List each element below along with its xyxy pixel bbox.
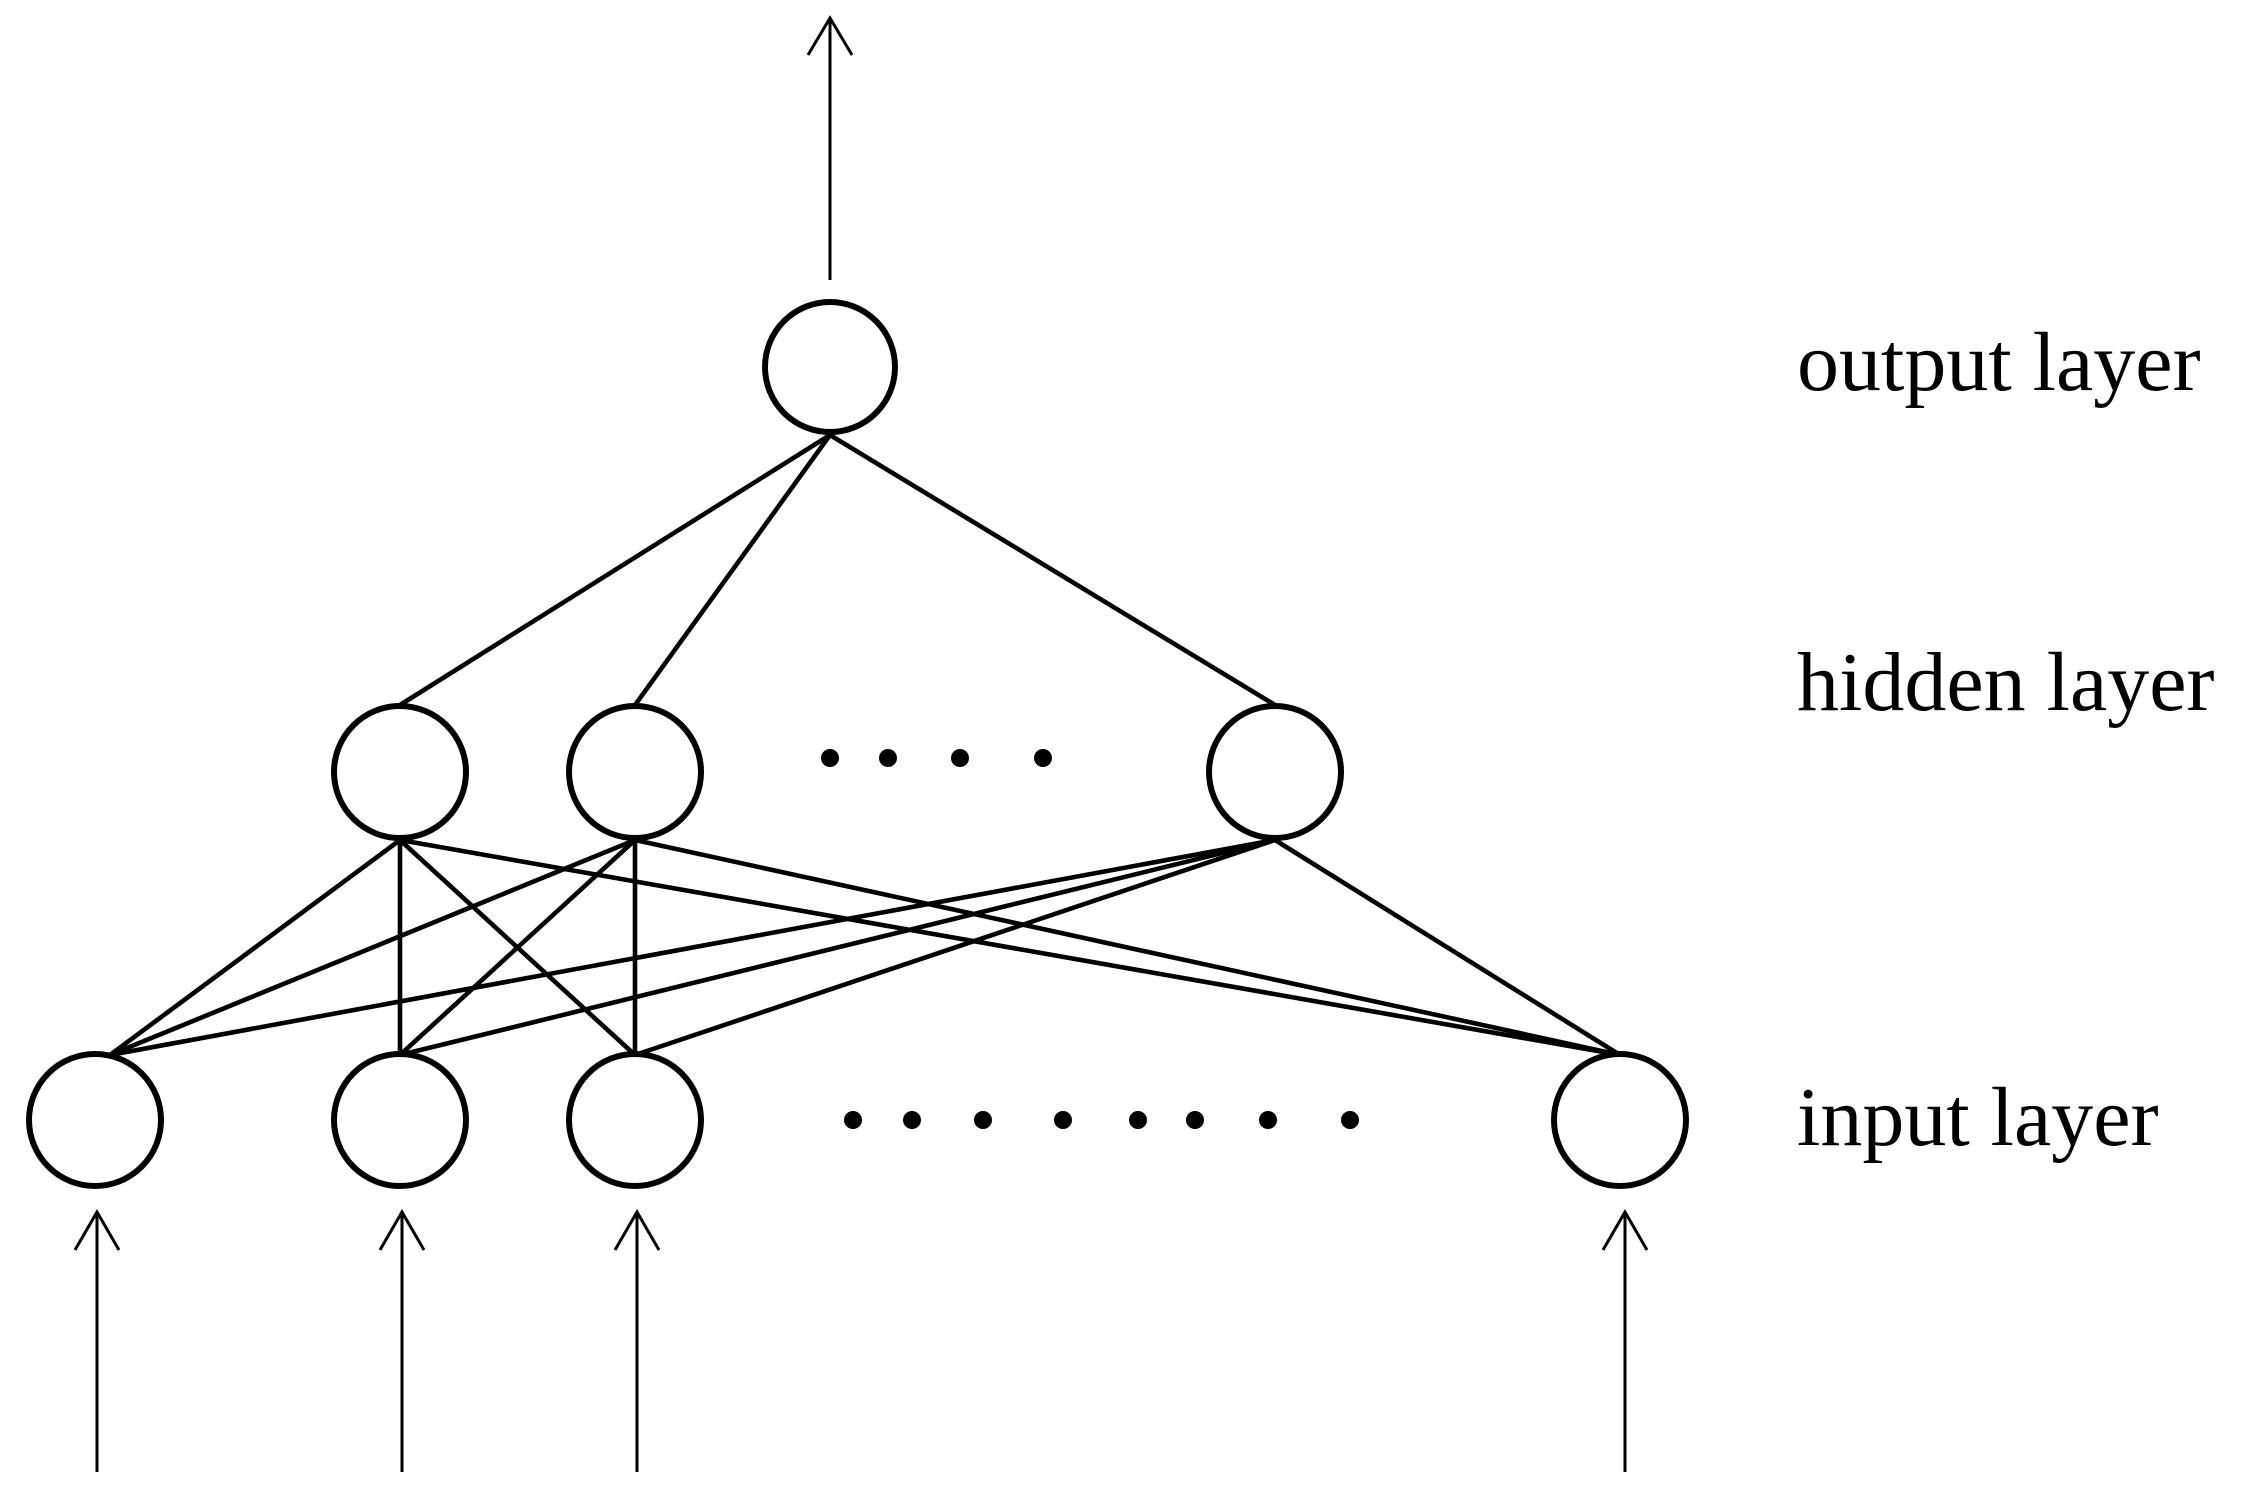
connection-input4-hidden1: [397, 837, 1623, 1058]
input-arrow: [613, 1209, 661, 1472]
input-node: [331, 1051, 469, 1189]
hidden-node: [331, 703, 469, 841]
connection-input3-hidden1: [397, 837, 638, 1058]
input-hidden-connections: [107, 837, 1623, 1058]
connection-input1-hidden2: [107, 837, 638, 1058]
input-layer-ellipsis: [844, 1111, 1359, 1129]
connection-input1-hidden1: [107, 837, 403, 1058]
output-arrow: [806, 15, 854, 280]
connection-hidden3-output: [827, 432, 1278, 708]
output-layer-label: output layer: [1797, 316, 2201, 409]
connection-input2-hidden3: [397, 837, 1278, 1058]
input-arrow: [1601, 1209, 1649, 1472]
hidden-layer-ellipsis: [821, 749, 1052, 767]
input-node: [566, 1051, 704, 1189]
connection-input3-hidden3: [632, 837, 1278, 1058]
hidden-node: [1206, 703, 1344, 841]
connection-input4-hidden2: [632, 837, 1623, 1058]
input-layer-label: input layer: [1797, 1071, 2159, 1164]
input-node: [1551, 1051, 1689, 1189]
input-node: [26, 1051, 164, 1189]
hidden-output-connections: [397, 432, 1278, 708]
hidden-layer-label: hidden layer: [1797, 636, 2215, 729]
hidden-node: [566, 703, 704, 841]
connection-hidden2-output: [632, 432, 833, 708]
connection-input4-hidden3: [1272, 837, 1623, 1058]
input-arrow: [73, 1209, 121, 1472]
connection-hidden1-output: [397, 432, 833, 708]
output-node: [762, 299, 898, 435]
connection-input1-hidden3: [107, 837, 1278, 1058]
input-arrow: [378, 1209, 426, 1472]
